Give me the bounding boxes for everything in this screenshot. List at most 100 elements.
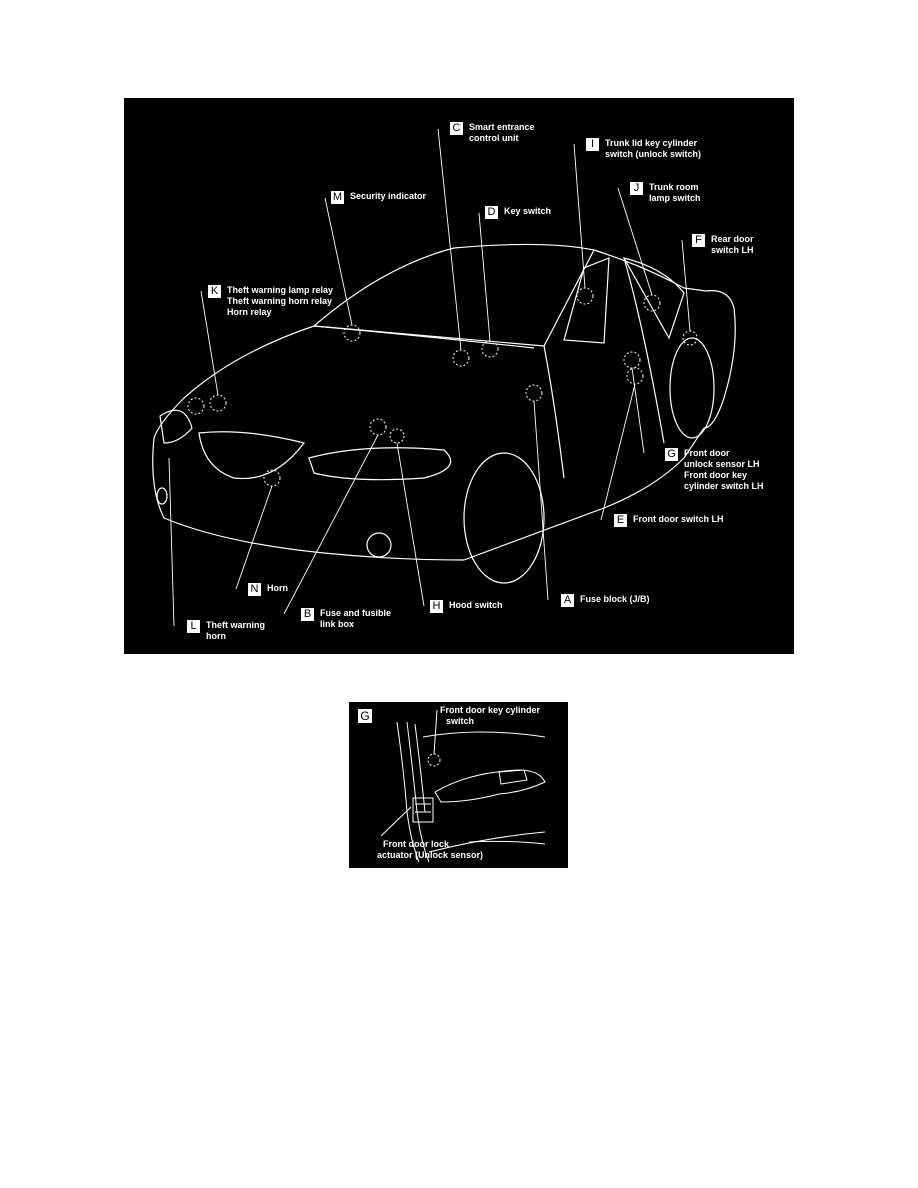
- component-marker-m: [343, 324, 361, 342]
- detail-label-line: Front door key cylinder: [440, 705, 541, 715]
- component-marker-i: [576, 287, 594, 305]
- car-door-line: [543, 257, 665, 479]
- callout-d: D Key switch: [485, 206, 551, 219]
- callout-letter: L: [187, 620, 200, 633]
- detail-callout-letter: G: [358, 709, 372, 723]
- right-headlight: [308, 447, 452, 481]
- callout-label: control unit: [469, 133, 519, 143]
- leader-j: [617, 187, 653, 296]
- callout-label: Smart entrance: [469, 122, 535, 132]
- component-marker-g: [623, 351, 641, 369]
- car-hood: [153, 325, 535, 439]
- callout-h: H Hood switch: [430, 600, 503, 613]
- callout-letter: I: [586, 138, 599, 151]
- leader-c: [437, 128, 462, 351]
- leader-a: [533, 400, 549, 601]
- door-lower-line: [428, 831, 546, 853]
- door-bottom-line: [468, 840, 546, 845]
- leader-d: [478, 212, 491, 342]
- component-marker-b: [369, 418, 387, 436]
- callout-label: Trunk room: [649, 182, 699, 192]
- component-marker-n: [263, 469, 281, 487]
- left-headlight: [198, 431, 306, 480]
- car-front-bumper: [152, 437, 465, 561]
- leader-n: [235, 485, 273, 590]
- callout-label: Security indicator: [350, 191, 427, 201]
- key-cylinder-marker: [427, 753, 441, 767]
- callout-letter: D: [485, 206, 498, 219]
- front-grille-corner: [159, 409, 193, 444]
- leader-i: [573, 143, 586, 289]
- callout-n: N Horn: [248, 583, 288, 596]
- callout-label: horn: [206, 631, 226, 641]
- leader-h: [396, 442, 425, 607]
- callout-letter: A: [561, 594, 574, 607]
- callout-label: Theft warning lamp relay: [227, 285, 334, 295]
- callout-label: link box: [320, 619, 355, 629]
- door-handle: [498, 769, 528, 785]
- car-rear: [703, 290, 736, 429]
- leader-k: [200, 290, 219, 396]
- door-detail-illustration: [380, 709, 546, 863]
- door-trim: [434, 769, 546, 803]
- leader-f: [681, 239, 691, 332]
- callout-label: Front door key: [684, 470, 748, 480]
- callout-letter: C: [450, 122, 463, 135]
- callout-label: Hood switch: [449, 600, 503, 610]
- callout-letter: M: [331, 191, 344, 204]
- component-marker-k1: [187, 397, 205, 415]
- car-rear-window-2: [622, 257, 685, 340]
- callout-label: Fuse block (J/B): [580, 594, 650, 604]
- callout-label: Trunk lid key cylinder: [605, 138, 698, 148]
- component-marker-e: [626, 367, 644, 385]
- callout-letter: N: [248, 583, 261, 596]
- detail-label-line: actuator (Unlock sensor): [377, 850, 484, 860]
- bottom-leader: [380, 806, 412, 837]
- callout-letter: F: [692, 234, 705, 247]
- component-marker-h: [389, 428, 405, 444]
- callout-a: A Fuse block (J/B): [561, 594, 650, 607]
- car-windshield: [313, 249, 595, 347]
- callout-letter: K: [208, 285, 221, 298]
- callout-e: E Front door switch LH: [614, 514, 724, 527]
- rear-wheel: [669, 337, 715, 439]
- leader-l: [168, 457, 175, 627]
- callout-label: unlock sensor LH: [684, 459, 760, 469]
- door-panel-top: [422, 731, 546, 738]
- front-wheel: [463, 452, 545, 584]
- callout-label: switch LH: [711, 245, 754, 255]
- callout-label: Horn relay: [227, 307, 272, 317]
- leader-e: [600, 383, 636, 521]
- callout-label: Front door: [684, 448, 730, 458]
- callout-letter: E: [614, 514, 627, 527]
- fog-lamp: [366, 532, 392, 558]
- callout-label: Fuse and fusible: [320, 608, 392, 618]
- detail-diagram: G Front door key cylinder switch Front d…: [349, 702, 568, 868]
- callout-label: cylinder switch LH: [684, 481, 764, 491]
- callout-label: Key switch: [504, 206, 552, 216]
- callout-letter: G: [665, 448, 678, 461]
- side-marker: [156, 487, 168, 505]
- car-roof-line: [313, 243, 707, 327]
- lock-actuator-label: Front door lock actuator (Unlock sensor): [377, 839, 483, 861]
- leader-g: [631, 367, 645, 454]
- callout-label: Theft warning: [206, 620, 265, 630]
- car-rear-window: [563, 257, 610, 344]
- callout-letter: B: [301, 608, 314, 621]
- callout-label: Theft warning horn relay: [227, 296, 333, 306]
- detail-label-line: switch: [446, 716, 475, 726]
- callout-letter: H: [430, 600, 443, 613]
- callout-label: switch (unlock switch): [605, 149, 702, 159]
- component-marker-k2: [209, 394, 227, 412]
- callout-m: M Security indicator: [331, 191, 426, 204]
- leader-b: [283, 434, 379, 615]
- leader-m: [324, 197, 353, 326]
- top-leader: [433, 709, 438, 755]
- component-marker-a: [525, 384, 543, 402]
